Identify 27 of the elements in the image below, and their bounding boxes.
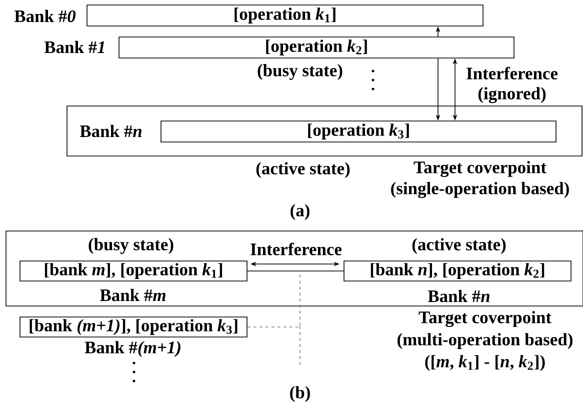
operation-box: [bank m], [operation k$_{1}$]: [20, 260, 248, 282]
bank-label: Bank #0: [14, 10, 76, 22]
dashed-line: [247, 270, 300, 328]
state-label: (busy state): [258, 64, 342, 80]
operation-box: [operation k$_{3}$]: [160, 120, 556, 142]
coverpoint-label: (multi-operation based): [398, 333, 572, 349]
group-box: [6, 230, 583, 306]
bank-label: Bank #n: [428, 290, 490, 302]
operation-box: [operation k$_{2}$]: [118, 36, 514, 58]
bank-label: Bank #m: [100, 288, 166, 302]
coverpoint-label: Target coverpoint: [418, 311, 552, 327]
coverpoint-label: (single-operation based): [391, 182, 569, 198]
coverpoint-label: ([m, k$_{1}$] - [n, k$_{2}$]): [425, 355, 545, 371]
coverpoint-label: Target coverpoint: [414, 161, 546, 177]
state-label: (active state): [256, 162, 350, 178]
bank-label: Bank #(m+1): [84, 341, 180, 357]
connector-line: [247, 270, 344, 272]
state-label: (active state): [412, 238, 506, 254]
bank-label: Bank #1: [44, 40, 104, 54]
edge-label: Interference: [250, 242, 342, 256]
state-label: (busy state): [88, 238, 174, 254]
edge-label: Interference (ignored): [466, 66, 558, 104]
operation-box: [bank (m+1)], [operation k$_{3}$]: [20, 316, 248, 338]
operation-box: [operation k$_{1}$]: [86, 4, 484, 26]
operation-box: [bank n], [operation k$_{2}$]: [344, 260, 572, 282]
panel-label: (b): [290, 386, 310, 402]
panel-label: (a): [290, 204, 310, 220]
